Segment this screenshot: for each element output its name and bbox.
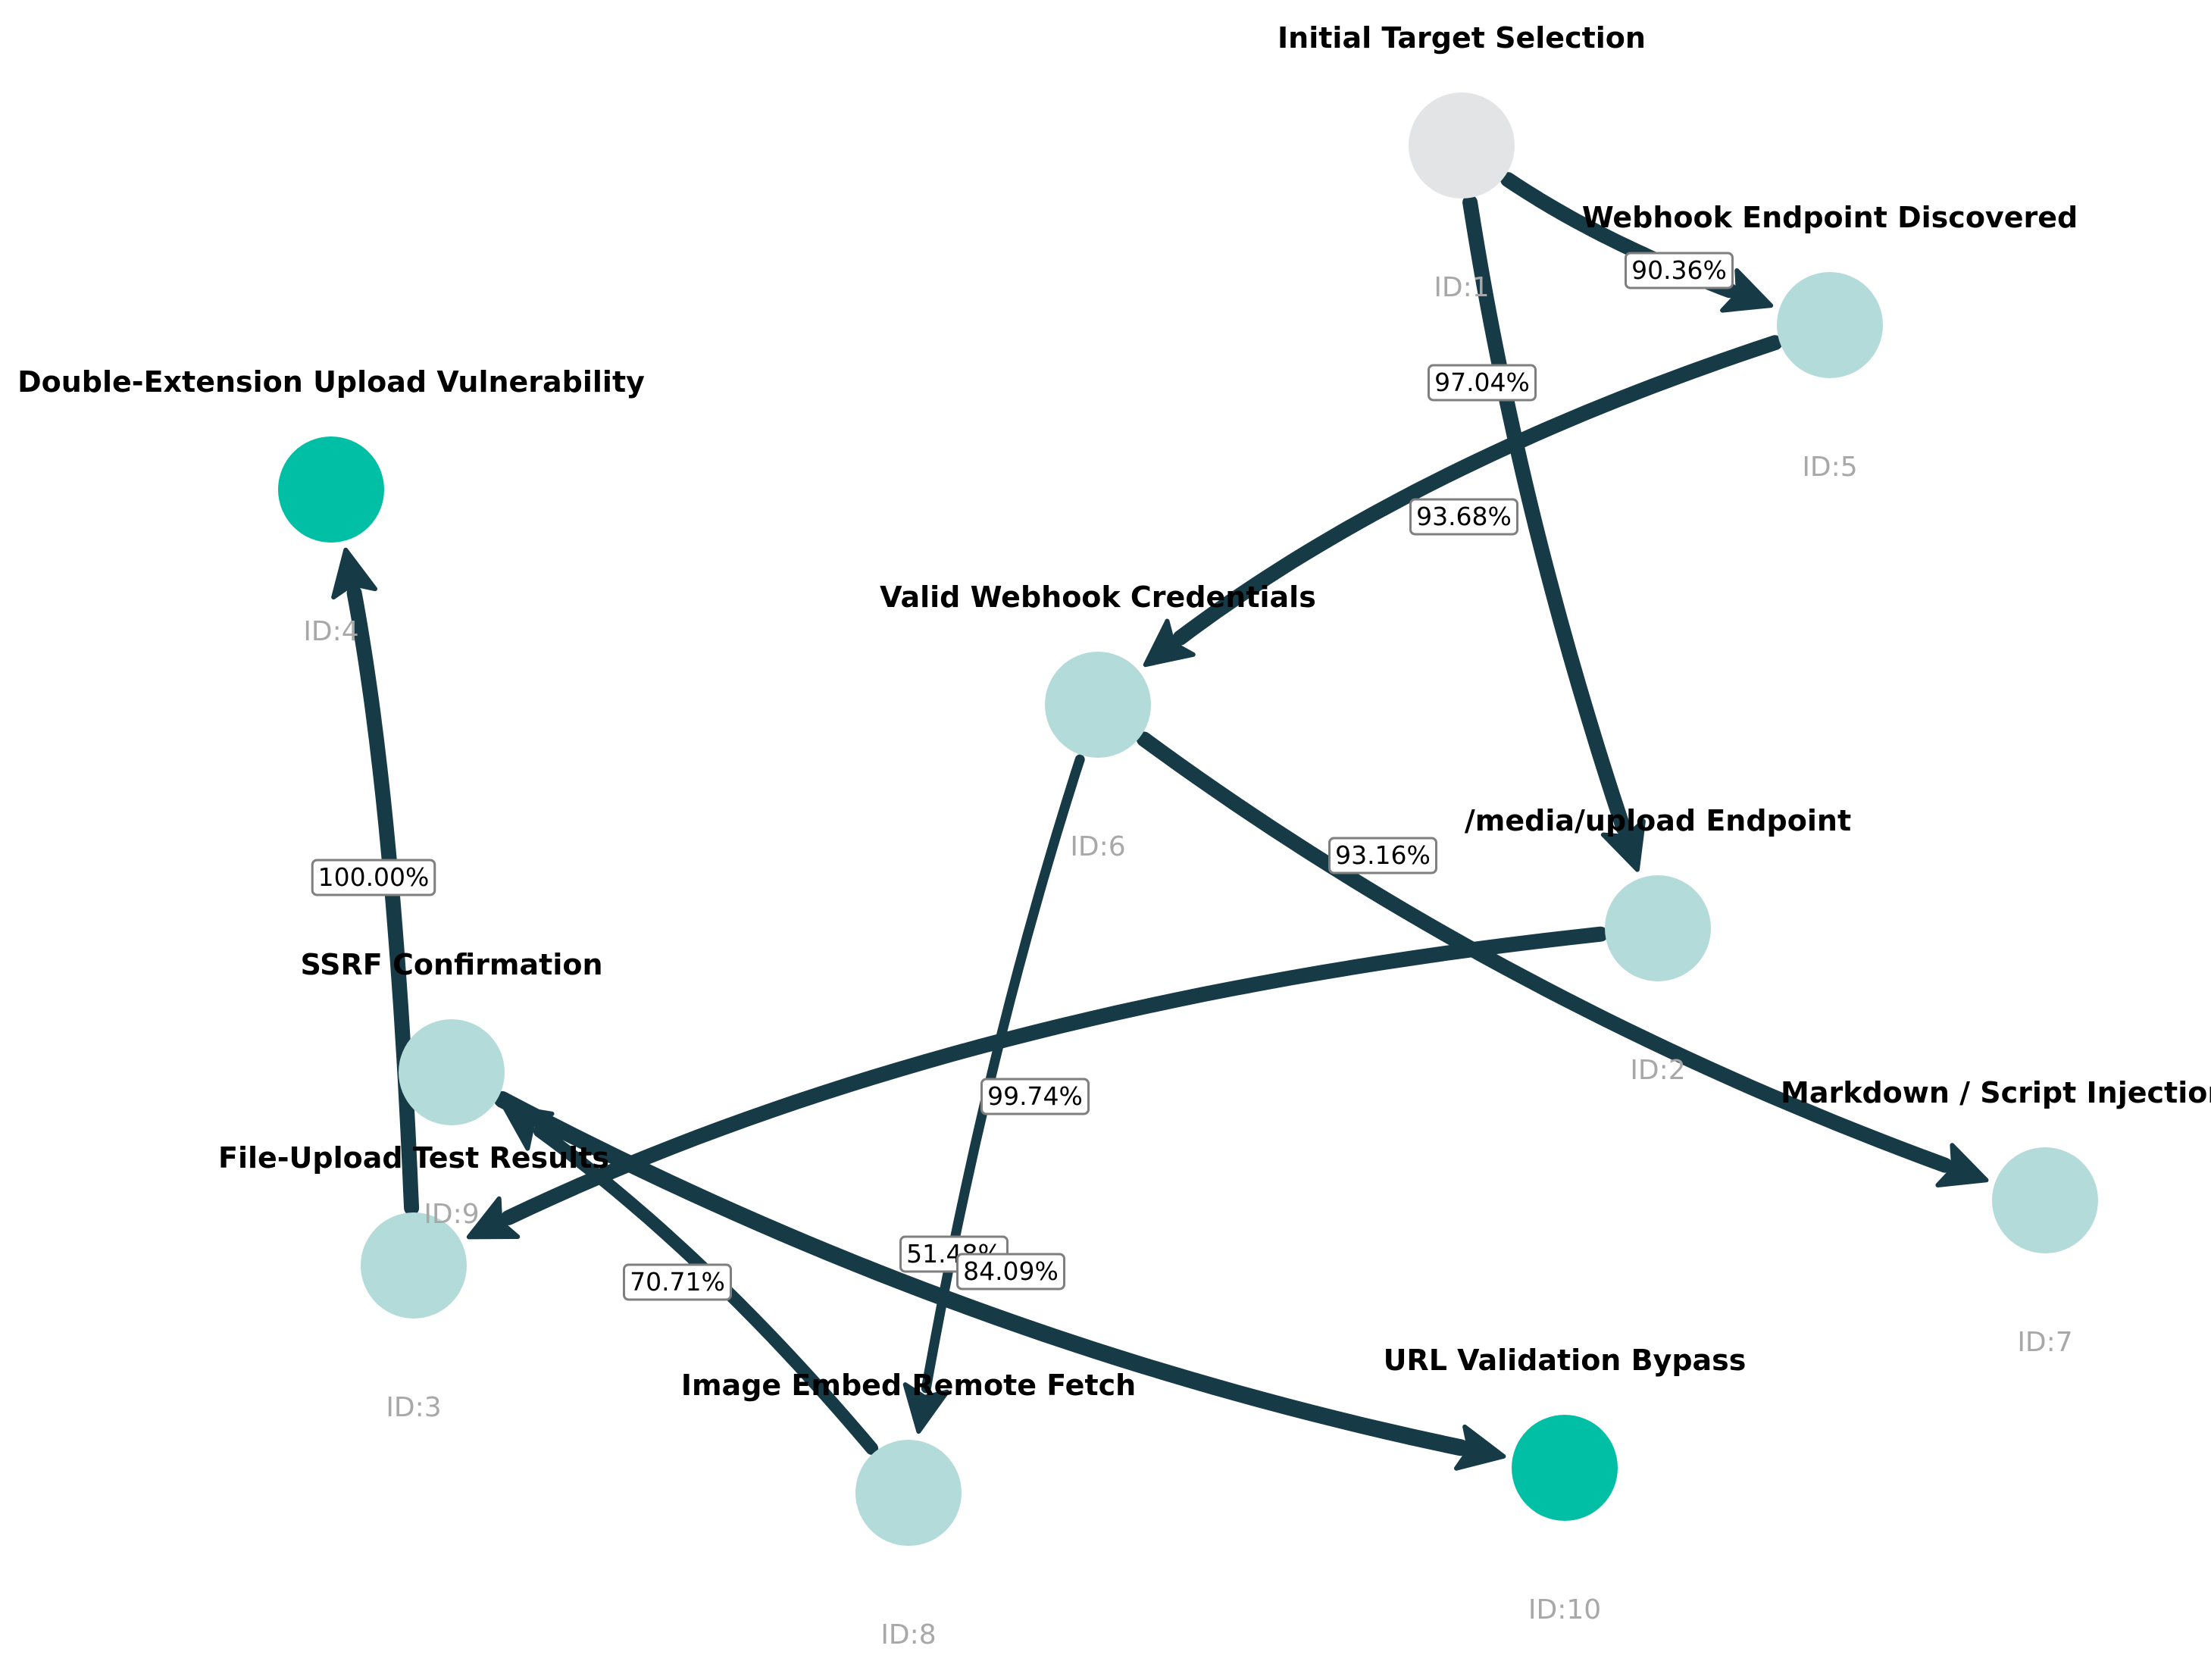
edge-label-box <box>956 1253 1065 1291</box>
node-n4[interactable]: Double-Extension Upload VulnerabilityID:… <box>17 365 645 647</box>
edge-label-n1-n2: 97.04% <box>1428 364 1537 402</box>
node-id-label: ID:4 <box>303 616 358 647</box>
node-id-label: ID:2 <box>1630 1055 1685 1086</box>
edge-n6-n8 <box>921 754 1085 1394</box>
node-title: Image Embed Remote Fetch <box>681 1369 1136 1402</box>
node-title: URL Validation Bypass <box>1384 1344 1747 1377</box>
node-title: Valid Webhook Credentials <box>880 580 1316 614</box>
edge-probability-label: 100.00% <box>318 862 430 892</box>
edge-n6-n7 <box>1136 731 1953 1173</box>
edge-label-box <box>980 1078 1090 1115</box>
node-id-label: ID:3 <box>386 1392 441 1423</box>
node-circle[interactable] <box>1512 1415 1618 1521</box>
node-circle[interactable] <box>1605 875 1711 981</box>
node-id-label: ID:6 <box>1070 831 1125 862</box>
arrowhead-icon <box>1600 818 1646 872</box>
edge-label-box <box>1328 837 1437 874</box>
edge-n1-n2 <box>1462 195 1631 836</box>
edge-label-box <box>623 1263 732 1301</box>
arrowhead-icon <box>1720 267 1774 313</box>
node-circle[interactable] <box>399 1019 505 1125</box>
node-circle[interactable] <box>361 1212 467 1319</box>
arrowhead-icon <box>1453 1424 1506 1471</box>
edge-probability-label: 97.04% <box>1434 368 1530 397</box>
edge-probability-label: 93.68% <box>1416 502 1512 531</box>
node-circle[interactable] <box>1409 92 1515 199</box>
node-circle[interactable] <box>1045 652 1151 758</box>
nodes-layer: Initial Target SelectionID:1/media/uploa… <box>17 21 2211 1650</box>
arrowhead-icon <box>1935 1143 1989 1187</box>
arrowhead-icon <box>331 547 378 600</box>
edge-probability-label: 70.71% <box>630 1267 725 1297</box>
edge-probability-label: 84.09% <box>963 1256 1059 1286</box>
edge-n2-n3 <box>501 926 1609 1225</box>
edge-probability-label: 93.16% <box>1335 840 1431 870</box>
edge-probability-label: 90.36% <box>1631 255 1727 285</box>
node-title: Initial Target Selection <box>1278 21 1646 55</box>
node-id-label: ID:1 <box>1434 272 1489 303</box>
node-id-label: ID:8 <box>880 1619 936 1650</box>
edges-layer <box>331 172 1989 1471</box>
edge-n5-n6 <box>1172 335 1783 646</box>
arrowhead-icon <box>1143 618 1196 668</box>
edge-n3-n4 <box>346 585 420 1216</box>
node-title: /media/upload Endpoint <box>1465 804 1851 837</box>
node-title: File-Upload Test Results <box>218 1141 609 1175</box>
node-circle[interactable] <box>1777 272 1883 378</box>
node-id-label: ID:5 <box>1802 452 1857 483</box>
node-circle[interactable] <box>855 1440 962 1546</box>
edge-label-n6-n8: 99.74% <box>980 1078 1090 1115</box>
node-circle[interactable] <box>278 436 384 543</box>
edge-labels-layer: 90.36%97.04%93.68%93.16%99.74%51.48%100.… <box>311 252 1734 1301</box>
arrowhead-icon <box>902 1382 949 1434</box>
node-id-label: ID:9 <box>424 1199 479 1230</box>
edge-label-n9-n10: 84.09% <box>956 1253 1065 1291</box>
edge-label-n3-n4: 100.00% <box>311 859 436 896</box>
edge-label-box <box>1409 498 1518 536</box>
edge-label-box <box>311 859 436 896</box>
arrowhead-icon <box>466 1196 521 1240</box>
node-id-label: ID:7 <box>2017 1327 2072 1358</box>
node-title: Double-Extension Upload Vulnerability <box>17 365 645 399</box>
node-circle[interactable] <box>1992 1147 2098 1253</box>
edge-label-n6-n7: 93.16% <box>1328 837 1437 874</box>
node-title: Markdown / Script Injection <box>1781 1076 2211 1109</box>
edge-n9-n10 <box>493 1091 1469 1456</box>
edge-label-box <box>1625 252 1734 289</box>
node-id-label: ID:10 <box>1528 1594 1601 1625</box>
edge-label-n5-n6: 93.68% <box>1409 498 1518 536</box>
edge-label-n1-n5: 90.36% <box>1625 252 1734 289</box>
node-title: SSRF Confirmation <box>300 948 602 981</box>
edge-probability-label: 99.74% <box>987 1081 1083 1111</box>
node-title: Webhook Endpoint Discovered <box>1582 201 2078 234</box>
edge-label-box <box>1428 364 1537 402</box>
edge-label-n8-n9: 70.71% <box>623 1263 732 1301</box>
